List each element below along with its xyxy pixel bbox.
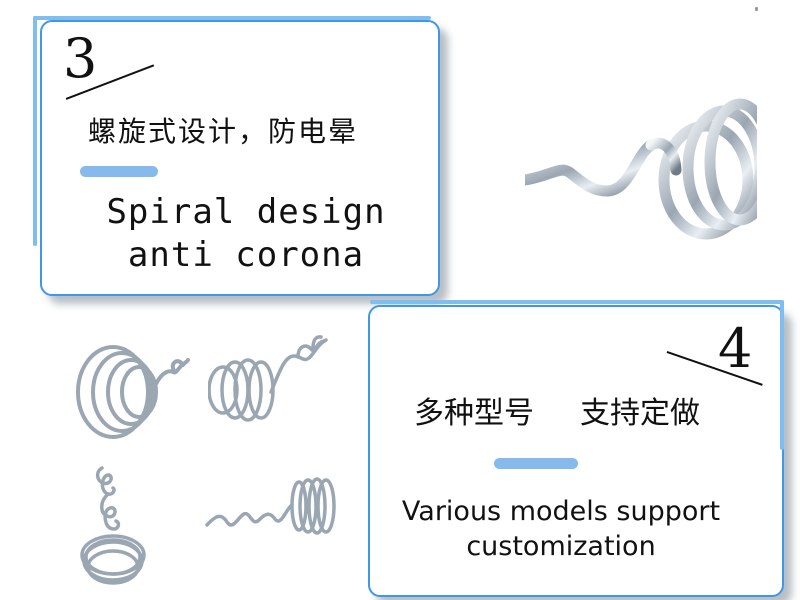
long-tail-coil-spring-photo xyxy=(205,470,345,540)
card-4-corner-accent-top xyxy=(370,300,784,304)
card-3-english-heading-line-2: anti corona xyxy=(127,235,365,275)
card-4-chinese-heading-part-2: 支持定做 xyxy=(580,396,700,431)
card-4-english-heading-line-2: customization xyxy=(466,531,656,562)
card-3-accent-bar xyxy=(80,166,158,177)
feature-card-spiral-design xyxy=(40,20,440,296)
card-4-english-heading-line-1: Various models support xyxy=(401,496,721,527)
card-3-corner-accent-left xyxy=(33,16,37,246)
card-3-chinese-heading: 螺旋式设计，防电晕 xyxy=(88,115,359,148)
cone-spring-photo xyxy=(73,340,193,440)
spiral-wire-coil-icon xyxy=(525,98,757,240)
long-tail-coil-spring-icon xyxy=(205,477,336,535)
top-right-mark xyxy=(755,7,758,11)
card-3-number: 3 xyxy=(63,27,98,90)
tapered-coil-spring-icon xyxy=(208,335,328,422)
card-3-corner-accent-top xyxy=(33,16,431,20)
tapered-coil-spring-photo xyxy=(208,326,338,439)
feature-card-custom-models xyxy=(368,305,784,597)
cone-spring-icon xyxy=(76,345,190,439)
card-4-accent-bar xyxy=(494,458,578,469)
card-4-corner-accent-right xyxy=(780,300,784,450)
card-4-chinese-heading-part-1: 多种型号 xyxy=(414,396,534,431)
compact-spiral-spring-photo xyxy=(75,458,155,586)
compact-spiral-spring-icon xyxy=(80,466,146,585)
spiral-wire-coil-photo xyxy=(525,92,757,242)
card-4-number: 4 xyxy=(718,317,753,380)
card-3-english-heading-line-1: Spiral design xyxy=(106,192,386,232)
